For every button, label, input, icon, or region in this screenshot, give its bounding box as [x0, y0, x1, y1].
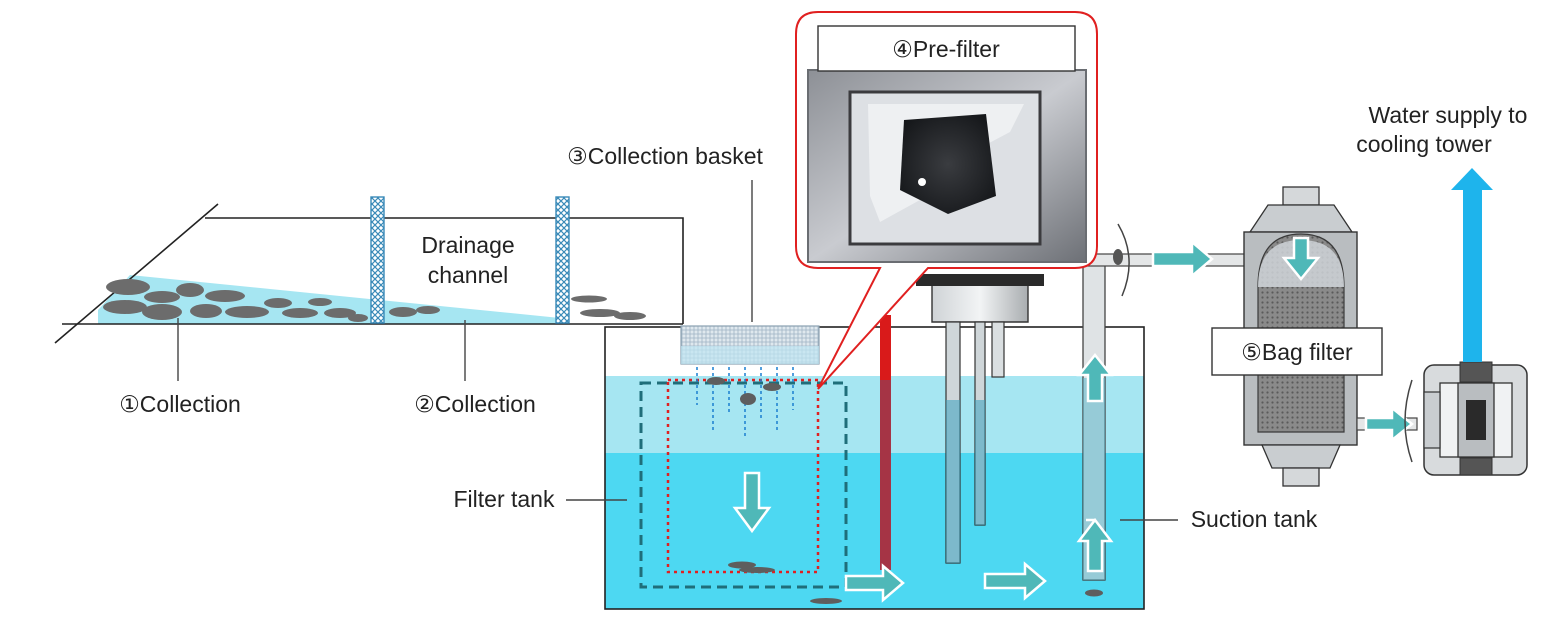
tank-debris	[707, 377, 1103, 604]
water-supply-label-2: cooling tower	[1356, 131, 1492, 157]
flow-arrow-icon	[1281, 236, 1321, 281]
tank	[604, 326, 1145, 610]
flow-arrow-icon	[732, 471, 772, 534]
screen-1	[370, 196, 385, 324]
collection-1-label: ①Collection	[119, 391, 241, 417]
pre-filter-photo	[807, 69, 1087, 263]
bag-filter-label: ⑤Bag filter	[1241, 339, 1353, 365]
pre-filter-label: ④Pre-filter	[892, 36, 1000, 62]
pump-icon	[1404, 361, 1528, 476]
flow-arrow-icon	[844, 563, 905, 603]
pre-filter-callout: ④Pre-filter	[795, 11, 1098, 390]
flow-arrow-icon	[1364, 405, 1415, 443]
flow-arrow-icon	[1076, 352, 1114, 573]
water-supply-arrow	[1451, 168, 1493, 362]
drainage-channel: Drainage channel	[54, 196, 684, 344]
submerged-unit	[916, 274, 1044, 564]
filter-tank-label: Filter tank	[454, 486, 555, 512]
water-supply-label-1: Water supply to	[1369, 102, 1528, 128]
drainage-channel-label-2: channel	[428, 262, 509, 288]
drainage-channel-label-1: Drainage	[421, 232, 514, 258]
screen-2	[555, 196, 570, 324]
flow-arrow-icon	[983, 561, 1047, 601]
collection-2-label: ②Collection	[414, 391, 536, 417]
collection-basket-label: ③Collection basket	[567, 143, 763, 169]
pre-filter-outline	[639, 381, 848, 589]
valve-icon	[1113, 223, 1130, 297]
channel-debris	[103, 279, 646, 322]
bag-filter-label-box: ⑤Bag filter	[1211, 327, 1383, 376]
pre-filter-zone	[666, 378, 820, 574]
drip-lines	[696, 367, 794, 438]
collection-basket	[680, 325, 820, 365]
flow-arrow-icon	[1151, 239, 1214, 279]
suction-tank-label: Suction tank	[1191, 506, 1318, 532]
